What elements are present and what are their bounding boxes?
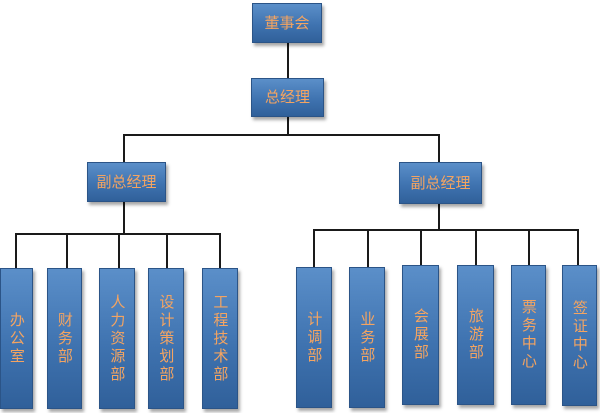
dept-hr: 人力资源部: [99, 268, 135, 409]
dept-engineering-label: 工程技术部: [211, 293, 230, 384]
dept-exhibition-label: 会展部: [411, 308, 430, 362]
dept-ticketing-center-label: 票务中心: [519, 299, 538, 371]
board-node: 董事会: [252, 3, 322, 43]
connector-left-dept-4: [166, 233, 168, 268]
connector-to-deputy-left: [123, 134, 125, 162]
dept-hr-label: 人力资源部: [108, 293, 127, 384]
deputy-right-label: 副总经理: [410, 173, 471, 192]
connector-right-dept-1: [313, 229, 315, 267]
dept-finance-label: 财务部: [55, 311, 74, 366]
deputy-right-node: 副总经理: [399, 162, 482, 204]
connector-right-dept-4: [475, 229, 477, 267]
dept-design-planning: 设计策划部: [148, 268, 184, 409]
deputy-left-label: 副总经理: [96, 172, 157, 191]
dept-tour-scheduling: 计调部: [296, 267, 332, 408]
dept-tour-scheduling-label: 计调部: [305, 310, 324, 365]
connector-gm-down: [287, 116, 289, 135]
dept-business-label: 业务部: [358, 310, 377, 365]
connector-to-deputy-right: [438, 134, 440, 162]
dept-visa-center: 签证中心: [562, 265, 597, 406]
dept-design-planning-label: 设计策划部: [157, 293, 176, 384]
dept-finance: 财务部: [47, 268, 82, 409]
connector-right-dept-5: [528, 229, 530, 267]
dept-office: 办公室: [0, 268, 33, 409]
connector-left-dept-5: [219, 233, 221, 268]
dept-exhibition: 会展部: [402, 265, 439, 405]
connector-left-dept-1: [15, 233, 17, 268]
dept-business: 业务部: [349, 267, 385, 408]
connector-left-dept-3: [118, 233, 120, 268]
dept-visa-center-label: 签证中心: [570, 299, 589, 372]
board-label: 董事会: [264, 13, 310, 32]
general-manager-label: 总经理: [264, 88, 310, 107]
dept-ticketing-center: 票务中心: [511, 265, 546, 405]
connector-right-dept-6: [577, 229, 579, 267]
connector-deputy-right-down: [438, 203, 440, 230]
connector-left-dept-2: [66, 233, 68, 268]
connector-deputy-left-down: [123, 201, 125, 234]
general-manager-node: 总经理: [251, 78, 324, 117]
dept-tourism-label: 旅游部: [466, 308, 485, 362]
deputy-left-node: 副总经理: [87, 162, 166, 202]
connector-right-depts-bus: [313, 229, 579, 231]
connector-deputies-bus: [123, 134, 440, 136]
connector-right-dept-2: [367, 229, 369, 267]
connector-board-gm: [287, 42, 289, 78]
connector-right-dept-3: [420, 229, 422, 267]
dept-tourism: 旅游部: [457, 265, 494, 405]
dept-engineering: 工程技术部: [202, 268, 238, 409]
dept-office-label: 办公室: [7, 311, 26, 366]
